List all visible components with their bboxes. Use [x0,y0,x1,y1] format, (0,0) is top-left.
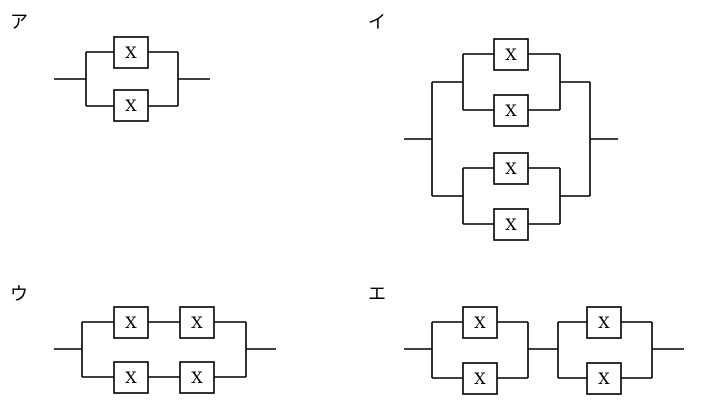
diagram-u-component-3: X [113,361,149,394]
diagram-i-component-1: X [493,38,529,71]
diagram-i-wires [404,53,618,225]
component-label: X [474,313,486,332]
diagram-i-component-2: X [493,94,529,127]
diagram-u-component-1: X [113,306,149,339]
diagram-e-component-4: X [586,362,622,395]
diagram-e-label: エ [368,284,386,305]
diagram-u: ウ X X X X [10,284,276,394]
diagram-u-component-4: X [179,361,215,394]
component-label: X [191,368,203,387]
diagram-u-component-2: X [179,306,215,339]
diagram-e-component-1: X [462,306,498,339]
diagram-i-label: イ [368,12,386,33]
diagram-e-component-3: X [586,306,622,339]
diagram-e-component-2: X [462,362,498,395]
component-label: X [505,215,517,234]
component-label: X [125,313,137,332]
diagram-a-component-1: X [113,36,149,69]
diagram-a-wires [54,51,210,107]
component-label: X [598,369,610,388]
diagram-i-component-3: X [493,152,529,185]
component-label: X [505,159,517,178]
component-label: X [125,96,137,115]
component-label: X [598,313,610,332]
diagram-e-wires [404,321,684,379]
component-label: X [125,43,137,62]
diagram-a-component-2: X [113,89,149,122]
component-label: X [125,368,137,387]
component-label: X [191,313,203,332]
diagram-u-wires [54,321,276,378]
diagram-u-label: ウ [10,284,28,305]
component-label: X [505,101,517,120]
component-label: X [474,369,486,388]
diagram-i: イ X X X X [368,12,618,241]
diagram-e: エ X X X X [368,284,684,395]
diagram-a: ア X X [10,12,210,122]
diagram-a-label: ア [10,12,28,33]
component-label: X [505,45,517,64]
diagram-i-component-4: X [493,208,529,241]
